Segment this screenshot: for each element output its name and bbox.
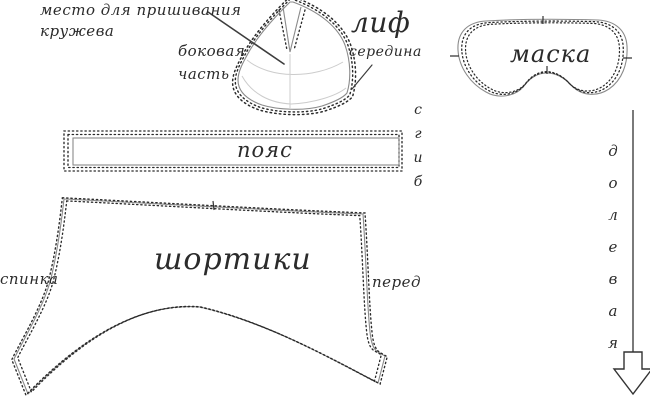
mask-label: маска — [510, 40, 592, 68]
bodice-dart-stitching — [278, 9, 306, 51]
front-label: перед — [372, 273, 422, 291]
fold-label: сгиб — [410, 102, 426, 198]
bodice-dart — [282, 6, 302, 53]
grainline-arrow-icon — [612, 110, 650, 396]
bodice-pattern-piece — [231, 0, 357, 116]
bodice-seam-guides — [241, 54, 347, 108]
center-label: середина — [349, 44, 422, 60]
mask-pattern-piece — [450, 16, 632, 97]
bodice-label: лиф — [351, 6, 411, 39]
belt-label: пояс — [237, 138, 293, 162]
shorts-notch-tick — [212, 200, 215, 211]
belt-pattern-piece — [63, 130, 403, 172]
grainline-label: долевая — [604, 142, 622, 366]
shorts-label: шортики — [154, 242, 312, 277]
back-label: спинка — [0, 270, 59, 288]
shorts-pattern-piece — [11, 197, 388, 396]
lace-note-label: место для пришивания кружева — [40, 1, 242, 40]
pointer-line-lace — [207, 11, 285, 65]
mask-notch-ticks — [450, 16, 632, 74]
pointer-line-center — [351, 64, 373, 90]
side-part-label: боковая часть — [178, 42, 246, 83]
